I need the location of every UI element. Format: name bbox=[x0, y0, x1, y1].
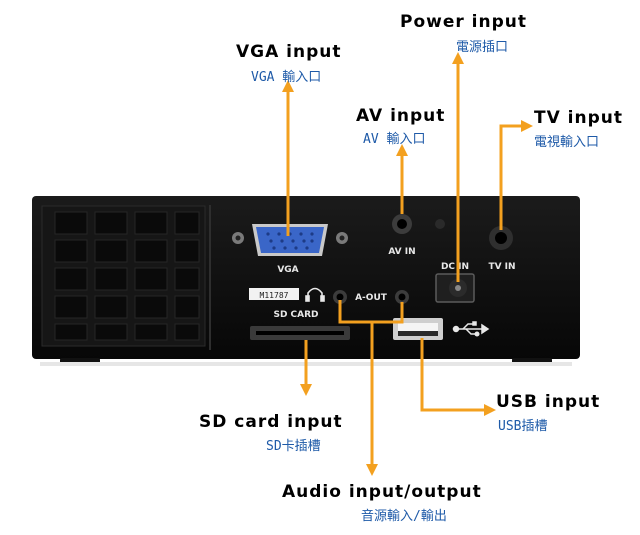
audio-in-callout-line bbox=[338, 300, 372, 324]
panel-label-vga: VGA bbox=[277, 265, 298, 275]
tv-callout-arrow bbox=[499, 120, 533, 230]
usb-label: USB input bbox=[496, 392, 601, 412]
usb-icon bbox=[452, 321, 490, 337]
usb-callout-arrow bbox=[420, 338, 496, 416]
audio-out-callout-line bbox=[372, 302, 404, 324]
audio-in-jack bbox=[333, 290, 347, 304]
sd-label: SD card input bbox=[199, 412, 343, 432]
tv-in-jack bbox=[489, 226, 513, 250]
vent-grille bbox=[41, 205, 211, 350]
panel-label-dc-in: DC IN bbox=[441, 262, 469, 272]
vga-label-zh: VGA 輸入口 bbox=[251, 70, 322, 85]
power-label-zh: 電源插口 bbox=[456, 40, 509, 55]
serial-sticker bbox=[249, 288, 299, 300]
vga-port bbox=[232, 224, 348, 256]
panel-label-a-out: A-OUT bbox=[355, 293, 388, 303]
audio-label: Audio input/output bbox=[282, 482, 482, 502]
panel-label-av-in: AV IN bbox=[388, 247, 415, 257]
tv-label: TV input bbox=[534, 108, 623, 128]
av-label-zh: AV 輸入口 bbox=[363, 132, 426, 147]
headphone-icon bbox=[305, 287, 325, 302]
vga-label: VGA input bbox=[236, 42, 342, 62]
panel-label-tv-in: TV IN bbox=[488, 262, 515, 272]
av-in-jack bbox=[392, 214, 412, 234]
audio-label-zh: 音源輸入/輸出 bbox=[361, 509, 447, 524]
power-label: Power input bbox=[400, 12, 528, 32]
usb-port bbox=[393, 318, 443, 340]
sd-label-zh: SD卡插槽 bbox=[266, 439, 321, 454]
usb-label-zh: USB插槽 bbox=[498, 419, 548, 434]
serial-number: M11787 bbox=[260, 291, 289, 300]
dc-in-jack bbox=[435, 273, 475, 303]
sd-card-slot bbox=[250, 326, 350, 340]
ir-sensor bbox=[435, 219, 445, 229]
tv-label-zh: 電視輸入口 bbox=[534, 135, 600, 150]
audio-out-jack bbox=[395, 290, 409, 304]
av-label: AV input bbox=[356, 106, 446, 126]
panel-label-sd-card: SD CARD bbox=[273, 310, 318, 320]
